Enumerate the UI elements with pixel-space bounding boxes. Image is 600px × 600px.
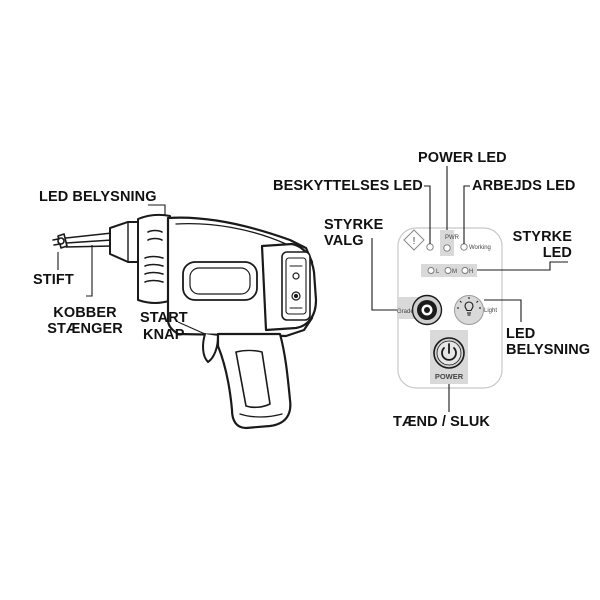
level-h-label: H <box>469 269 473 275</box>
level-h-dot <box>461 267 469 274</box>
label-copper-rods-line2: STÆNGER <box>47 321 123 337</box>
label-strength-led-line2: LED <box>542 245 572 261</box>
power-led-dot <box>443 244 451 252</box>
working-label: Working <box>469 245 491 251</box>
level-m-label: M <box>452 269 457 275</box>
label-led-lighting-tool: LED BELYSNING <box>39 189 157 205</box>
label-led-lighting-panel-line1: LED <box>506 326 536 342</box>
label-strength-select-line2: VALG <box>324 233 364 249</box>
label-led-lighting-panel-line2: BELYSNING <box>506 342 591 358</box>
pwr-label: PWR <box>445 235 460 241</box>
lightbulb-icon <box>457 297 481 316</box>
level-l-label: L <box>436 269 440 275</box>
light-label: Light <box>484 308 497 314</box>
label-start-line2: KNAP <box>143 327 185 343</box>
tool-nose <box>109 221 141 263</box>
tool-leader-lines <box>57 204 206 335</box>
label-start-line1: START <box>140 310 188 326</box>
warning-led-icon: ! <box>403 229 425 251</box>
label-on-off: TÆND / SLUK <box>393 414 490 430</box>
level-m-dot <box>444 267 452 274</box>
svg-text:!: ! <box>413 236 416 247</box>
tool-pin <box>52 233 68 249</box>
power-label: POWER <box>435 372 464 381</box>
grade-label: Grade <box>397 309 414 315</box>
tool-trigger <box>202 333 219 363</box>
label-working-led: ARBEJDS LED <box>472 178 576 194</box>
level-l-dot <box>427 267 435 274</box>
label-pin: STIFT <box>33 272 74 288</box>
protection-led-dot <box>426 243 434 251</box>
label-copper-rods-line1: KOBBER <box>53 305 117 321</box>
panel-leader-lines <box>371 166 568 412</box>
label-protection-led: BESKYTTELSES LED <box>273 178 423 194</box>
label-power-led: POWER LED <box>418 150 507 166</box>
label-strength-select-line1: STYRKE <box>324 217 384 233</box>
power-led-highlight <box>440 230 454 256</box>
control-panel: ! <box>397 227 503 389</box>
label-strength-led-line1: STYRKE <box>512 229 572 245</box>
tool-copper-rods <box>65 232 113 248</box>
working-led-dot <box>460 243 468 251</box>
power-icon <box>441 343 457 361</box>
tool-illustration <box>52 213 318 430</box>
